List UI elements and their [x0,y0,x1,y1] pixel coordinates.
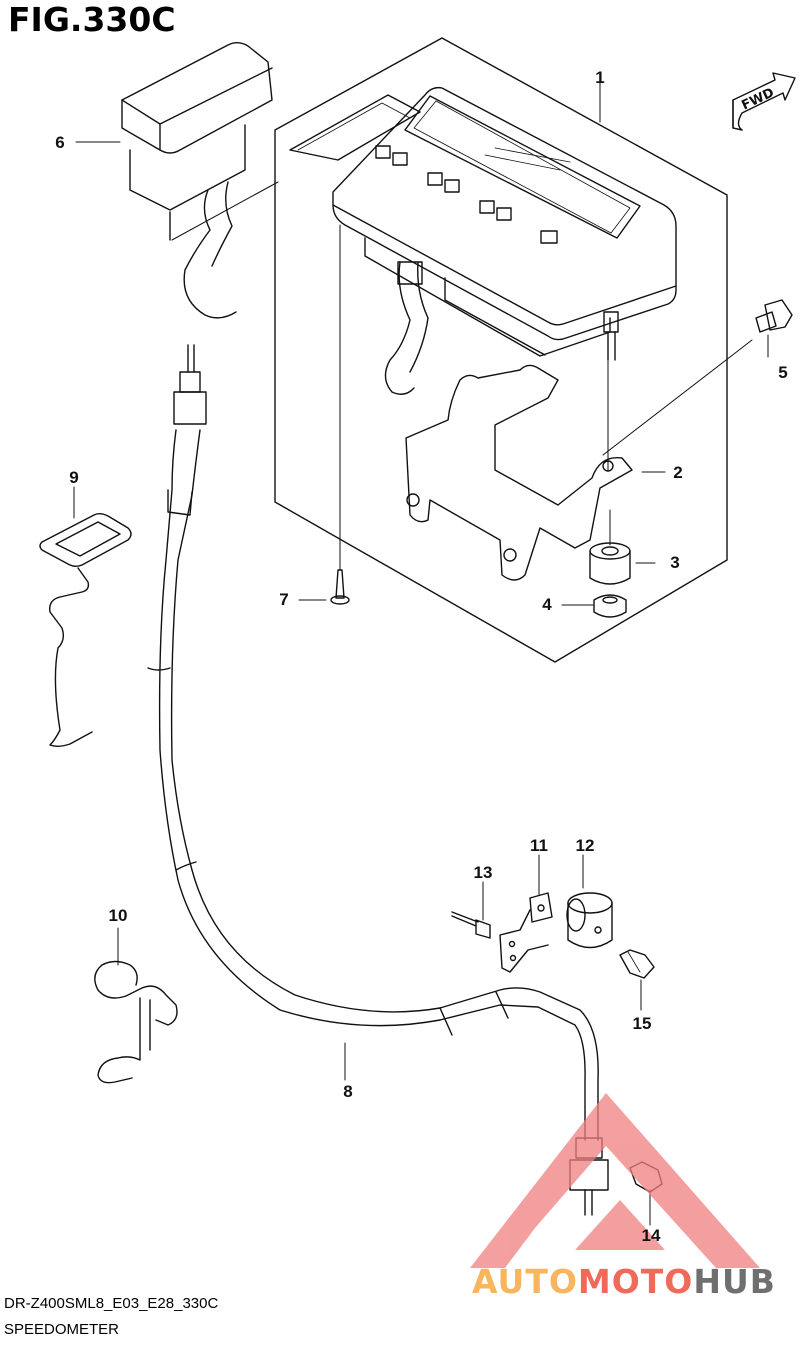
callout-9[interactable]: 9 [69,468,79,487]
callout-3[interactable]: 3 [670,553,680,572]
rivet-13 [451,911,491,939]
leader-lines [73,79,769,1226]
figure-title: FIG.330C [8,0,176,39]
mounting-bracket [405,364,633,581]
callout-13[interactable]: 13 [473,863,493,882]
callout-11[interactable]: 11 [530,836,548,855]
callout-12[interactable]: 12 [575,836,595,855]
figure-caption: SPEEDOMETER [4,1321,120,1338]
meter-cover [121,42,273,319]
fwd-arrow-icon [732,72,796,131]
figure-code: DR-Z400SML8_E03_E28_330C [4,1295,219,1312]
callout-7[interactable]: 7 [279,590,289,609]
meter-unit [289,86,677,395]
brand-part-auto: AUTO [472,1262,578,1301]
clamp-11 [499,892,553,973]
bolt-5 [755,299,793,333]
callout-10[interactable]: 10 [108,906,128,925]
clamp-10 [94,960,178,1084]
callout-4[interactable]: 4 [542,595,552,614]
clamp-12 [566,892,613,949]
callout-8[interactable]: 8 [343,1082,353,1101]
speedometer-cable [147,344,609,1216]
callout-1[interactable]: 1 [595,68,605,87]
callout-14[interactable]: 14 [641,1226,661,1245]
callout-15[interactable]: 15 [632,1014,652,1033]
screw-15 [619,949,655,979]
clamp-9 [39,513,132,747]
callout-5[interactable]: 5 [778,363,788,382]
callout-2[interactable]: 2 [673,463,683,482]
watermark-triangle [470,1093,760,1268]
callout-6[interactable]: 6 [55,133,65,152]
watermark-brand: AUTOMOTOHUB [472,1262,776,1301]
brand-part-moto: MOTO [577,1262,694,1301]
brand-part-hub: HUB [693,1262,776,1301]
assembly-box [274,37,728,663]
